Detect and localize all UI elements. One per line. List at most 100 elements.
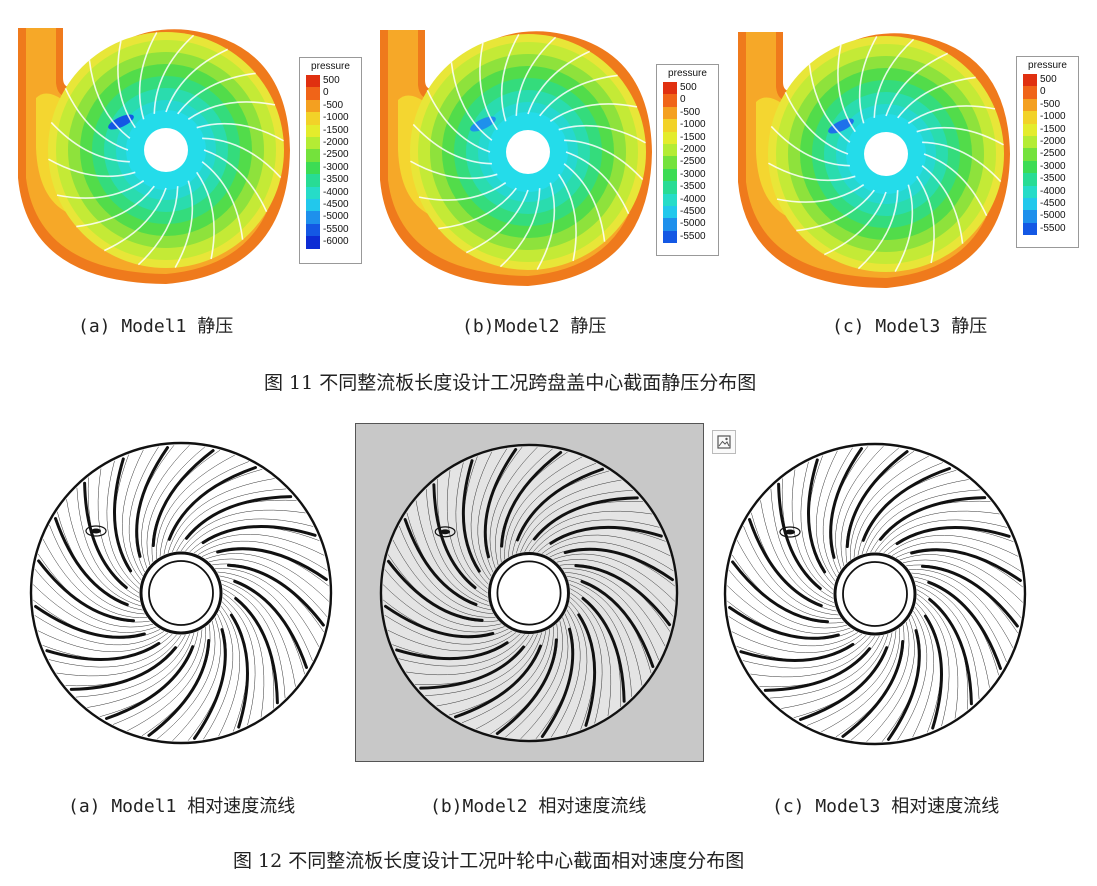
legend-label: -4500: [323, 199, 349, 210]
legend-label: -4500: [680, 206, 706, 217]
legend-swatch: [1023, 185, 1037, 198]
impeller-blade: [500, 34, 520, 122]
impeller-blade: [50, 121, 130, 163]
blade-streamline: [845, 450, 909, 548]
streamline: [172, 617, 221, 741]
streamline: [220, 579, 296, 687]
streamline: [384, 614, 513, 645]
impeller-blade: [88, 60, 131, 139]
legend-swatch: [1023, 86, 1037, 99]
streamline: [770, 488, 834, 603]
blade-streamline: [147, 639, 211, 737]
blade-streamline: [453, 644, 543, 719]
legend-swatch: [1023, 123, 1037, 136]
streamline: [728, 569, 847, 629]
legend-label: -3500: [1040, 173, 1066, 185]
legend-swatch: [663, 119, 677, 132]
vortex-core: [91, 528, 101, 534]
streamline: [504, 456, 583, 560]
image-placeholder-icon[interactable]: [712, 430, 736, 454]
impeller-blade: [465, 189, 529, 254]
streamline: [48, 634, 177, 668]
blade-streamline: [807, 458, 827, 574]
streamline: [146, 446, 206, 565]
streamline-plot-model3: [723, 442, 1027, 746]
streamline: [197, 540, 328, 571]
legend-title: pressure: [311, 61, 350, 72]
impeller-blade: [153, 34, 195, 114]
blade-streamline: [227, 563, 325, 627]
streamline: [816, 450, 838, 582]
blade-streamline: [748, 518, 823, 608]
streamline: [520, 490, 633, 553]
blade-streamline: [739, 642, 855, 662]
impeller-blade: [922, 141, 1002, 183]
legend-label: 0: [680, 94, 686, 106]
legend-label: -4000: [1040, 185, 1066, 197]
blade-streamline: [728, 606, 840, 640]
blade-streamline: [928, 598, 973, 706]
blade-streamline: [483, 448, 518, 559]
blade-streamline: [763, 647, 871, 692]
streamline: [495, 448, 553, 566]
legend-label: -1000: [680, 119, 706, 131]
streamline: [807, 630, 897, 726]
streamline: [180, 509, 306, 552]
blade-streamline: [731, 560, 829, 624]
blade-streamline: [229, 613, 249, 729]
impeller-blade: [563, 163, 606, 242]
caption-fig11-a: (a) Model1 静压: [78, 316, 234, 337]
streamline: [222, 597, 256, 726]
streamline: [899, 554, 1023, 603]
streamline: [66, 499, 142, 607]
legend-swatch: [306, 211, 320, 224]
legend-swatch: [1023, 148, 1037, 161]
legend-label: -1500: [680, 131, 706, 143]
blade-streamline: [921, 564, 1019, 628]
streamline: [743, 526, 839, 616]
streamline: [159, 461, 249, 557]
streamline: [209, 558, 328, 618]
streamline: [222, 584, 286, 699]
streamline: [570, 597, 603, 724]
legend-swatch: [1023, 198, 1037, 211]
streamline: [141, 445, 190, 569]
blade-streamline: [151, 449, 215, 547]
legend-swatch: [663, 156, 677, 169]
streamline: [850, 622, 910, 741]
blade-streamline: [432, 483, 477, 590]
picture-icon: [717, 435, 731, 449]
streamline: [791, 469, 834, 595]
streamline: [97, 468, 140, 594]
streamline: [455, 462, 488, 589]
blade-streamline: [37, 559, 135, 623]
impeller-blade: [565, 151, 630, 215]
legend-swatch: [306, 137, 320, 150]
blade-streamline: [185, 495, 293, 540]
legend-label: -4000: [680, 193, 706, 205]
streamline: [477, 448, 508, 577]
streamline: [127, 626, 206, 732]
impeller-blade: [165, 48, 229, 113]
legend-swatch: [306, 199, 320, 212]
streamline: [914, 580, 990, 688]
streamline: [33, 584, 157, 633]
blade-streamline: [799, 646, 889, 721]
legend-label: -2500: [1040, 148, 1066, 160]
streamline: [203, 609, 234, 740]
streamline: [541, 534, 671, 557]
blade-streamline: [403, 517, 478, 607]
streamline: [562, 568, 666, 647]
streamline: [505, 620, 563, 738]
impeller-blade: [103, 187, 167, 252]
blade-streamline: [113, 457, 133, 573]
streamline: [87, 632, 195, 708]
blade-streamline: [861, 467, 951, 542]
impeller-blade: [549, 103, 638, 122]
caption-fig12-b: (b)Model2 相对速度流线: [430, 796, 647, 817]
blade-streamline: [841, 640, 905, 738]
blade-streamline: [577, 613, 597, 727]
blade-streamline: [895, 526, 1011, 546]
streamline: [214, 568, 320, 647]
legend-label: -1000: [1040, 111, 1066, 123]
